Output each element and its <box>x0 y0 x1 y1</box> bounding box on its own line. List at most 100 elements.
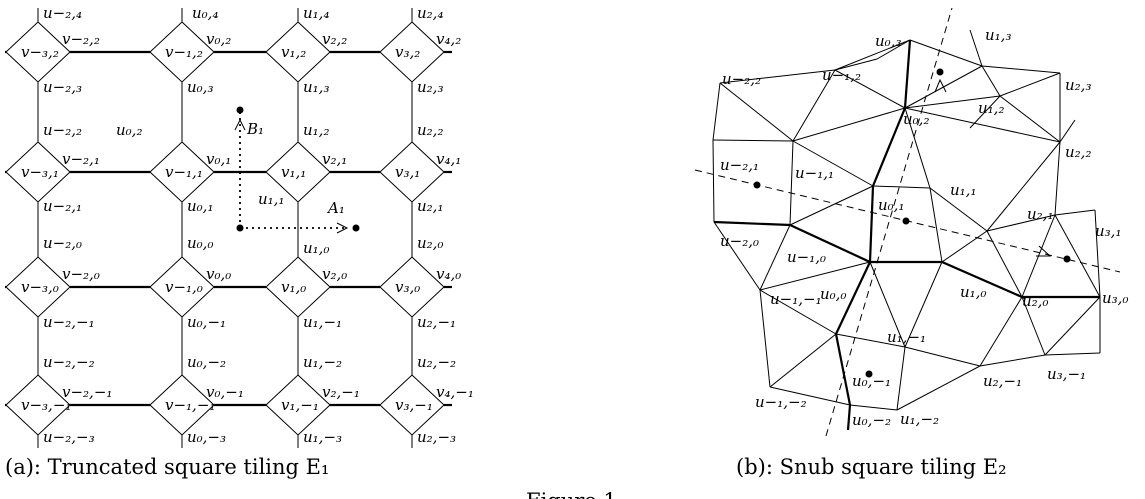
vertex-label: v₃,−₁ <box>395 396 433 414</box>
vertex-label: u−₂,₂ <box>43 121 82 139</box>
tiling-b-edge <box>834 39 911 71</box>
vertex-label: u₂,−₂ <box>417 353 456 371</box>
tiling-b-edge <box>986 214 1056 232</box>
vertex-label: u₁,−₂ <box>900 410 939 428</box>
axis-b-arrowhead <box>934 78 947 93</box>
vertex-label: u₃,₀ <box>1102 289 1128 307</box>
tiling-b-edge <box>981 65 1061 74</box>
tiling-b-edge <box>834 69 906 109</box>
vertex-label: u₂,−₁ <box>983 372 1022 390</box>
vertex-label: u−₂,₀ <box>720 232 759 250</box>
edge-label: v−₂,−₁ <box>62 383 112 401</box>
vertex-label: u₁,₃ <box>985 26 1011 44</box>
tiling-b-edge <box>759 289 837 335</box>
vertex-label: u−₂,₂ <box>722 70 761 88</box>
vector-b-dot <box>236 106 244 114</box>
vertex-label: v₁,₂ <box>281 43 306 61</box>
vertex-label: u₀,₃ <box>875 32 901 50</box>
vertex-label: u₀,₃ <box>187 78 213 96</box>
tiling-b-edge <box>759 261 871 291</box>
tiling-b-edge <box>713 221 761 291</box>
caption-b: (b): Snub square tiling E₂ <box>736 455 1007 479</box>
tiling-b-edge <box>849 404 898 411</box>
tiling-b-edge <box>869 261 906 348</box>
figure-label: Figure 1 <box>526 489 617 499</box>
vertex-label: u₁,₂ <box>978 99 1004 117</box>
edge-label: v₄,−₁ <box>436 383 474 401</box>
tiling-a-edges <box>5 8 452 448</box>
tiling-b-edge <box>759 224 791 291</box>
vertex-label: u₁,₄ <box>303 4 329 22</box>
tiling-b-edge <box>876 39 911 60</box>
tiling-b-edge <box>712 139 715 223</box>
vertex-label: u−₂,₀ <box>43 234 82 252</box>
edge-label: v−₂,₀ <box>62 265 100 283</box>
tiling-b-edge <box>1044 296 1101 356</box>
vertex-label: u₀,₄ <box>192 4 218 22</box>
tiling-a-labels: v−₃,₂v−₂,₂v−₁,₂v₀,₂v₁,₂v₂,₂v₃,₂v₄,₂v−₃,₁… <box>21 4 474 446</box>
vertex-label: u₂,₀ <box>417 234 443 252</box>
edge-label: v₄,₂ <box>436 30 461 48</box>
tiling-b-bold-path <box>834 261 871 431</box>
tiling-b-edge <box>1054 214 1101 298</box>
edge-label: v₀,₁ <box>206 150 231 168</box>
vertex-label: u₂,−₁ <box>417 313 456 331</box>
edge-label: v₀,₂ <box>206 30 231 48</box>
vertex-label: u₀,₀ <box>820 285 846 303</box>
tiling-b-edge <box>1054 209 1096 216</box>
vertex-label: v₃,₂ <box>395 43 420 61</box>
vertex-label: u₀,−₁ <box>852 372 891 390</box>
tiling-b-edge <box>712 139 794 142</box>
tiling-b-edge <box>929 187 988 232</box>
tiling-b-edge <box>792 140 874 187</box>
edge-label: v−₂,₁ <box>62 150 100 168</box>
tiling-b-edge <box>789 140 794 226</box>
vertex-label: v−₃,₂ <box>21 43 59 61</box>
vertex-label: u₂,−₃ <box>417 428 456 446</box>
tiling-b-edge <box>979 354 1046 367</box>
tiling-b-edge <box>941 230 988 263</box>
vertex-label: v−₁,₀ <box>165 278 203 296</box>
edge-label: v₀,−₁ <box>206 383 244 401</box>
tiling-b-edge <box>986 141 1061 232</box>
vertex-label: u₂,₂ <box>1065 143 1091 161</box>
vector-a-label: A₁ <box>326 199 345 217</box>
vertex-label: u₁,−₁ <box>887 328 926 346</box>
vertex-label: u₀,₂ <box>116 121 142 139</box>
vertex-label: u₁,−₁ <box>303 313 342 331</box>
tiling-b-edge <box>904 107 931 189</box>
vector-b-label: B₁ <box>246 120 264 138</box>
tiling-b-edge <box>999 95 1061 143</box>
tiling-b-edge <box>719 69 836 84</box>
edge-label: v₂,₀ <box>322 265 347 283</box>
vertex-label: v−₃,₀ <box>21 278 59 296</box>
edge-label: v₄,₁ <box>436 150 461 168</box>
vertex-label: u₀,−₂ <box>852 411 891 429</box>
vertex-label: u₁,₃ <box>303 78 329 96</box>
vertex-label: u−₂,₃ <box>43 78 82 96</box>
vertex-label: u−₁,₁ <box>795 164 834 182</box>
tiling-b-edge <box>969 29 983 67</box>
vertex-label: v₃,₁ <box>395 163 420 181</box>
vertex-label: u₂,₃ <box>417 78 443 96</box>
tile-center-dot <box>936 68 944 76</box>
tiling-b-edge <box>792 107 906 142</box>
axis-a-arrowhead <box>1036 245 1052 257</box>
vertex-label: u₂,₄ <box>417 4 443 22</box>
tiling-b-edge <box>712 82 721 141</box>
vertex-label: u−₂,−₂ <box>43 353 95 371</box>
vertex-label: u₁,₂ <box>303 121 329 139</box>
vertex-label: v−₁,−₁ <box>165 396 215 414</box>
vertex-label: v−₁,₁ <box>165 163 203 181</box>
vertex-label: u−₂,−₁ <box>43 313 95 331</box>
vertex-label: v−₃,₁ <box>21 163 59 181</box>
truncated-square-tiling: A₁ B₁ v−₃,₂v−₂,₂v−₁,₂v₀,₂v₁,₂v₂,₂v₃,₂v₄,… <box>5 4 474 479</box>
tiling-a-vectors: A₁ B₁ <box>234 106 360 234</box>
vertex-label: u₃,−₁ <box>1047 365 1086 383</box>
vertex-label: u₀,₂ <box>903 110 929 128</box>
vertex-label: u₀,₁ <box>878 196 904 214</box>
tiling-b-edge <box>1059 119 1076 143</box>
vertex-label: u₃,₁ <box>1095 222 1121 240</box>
